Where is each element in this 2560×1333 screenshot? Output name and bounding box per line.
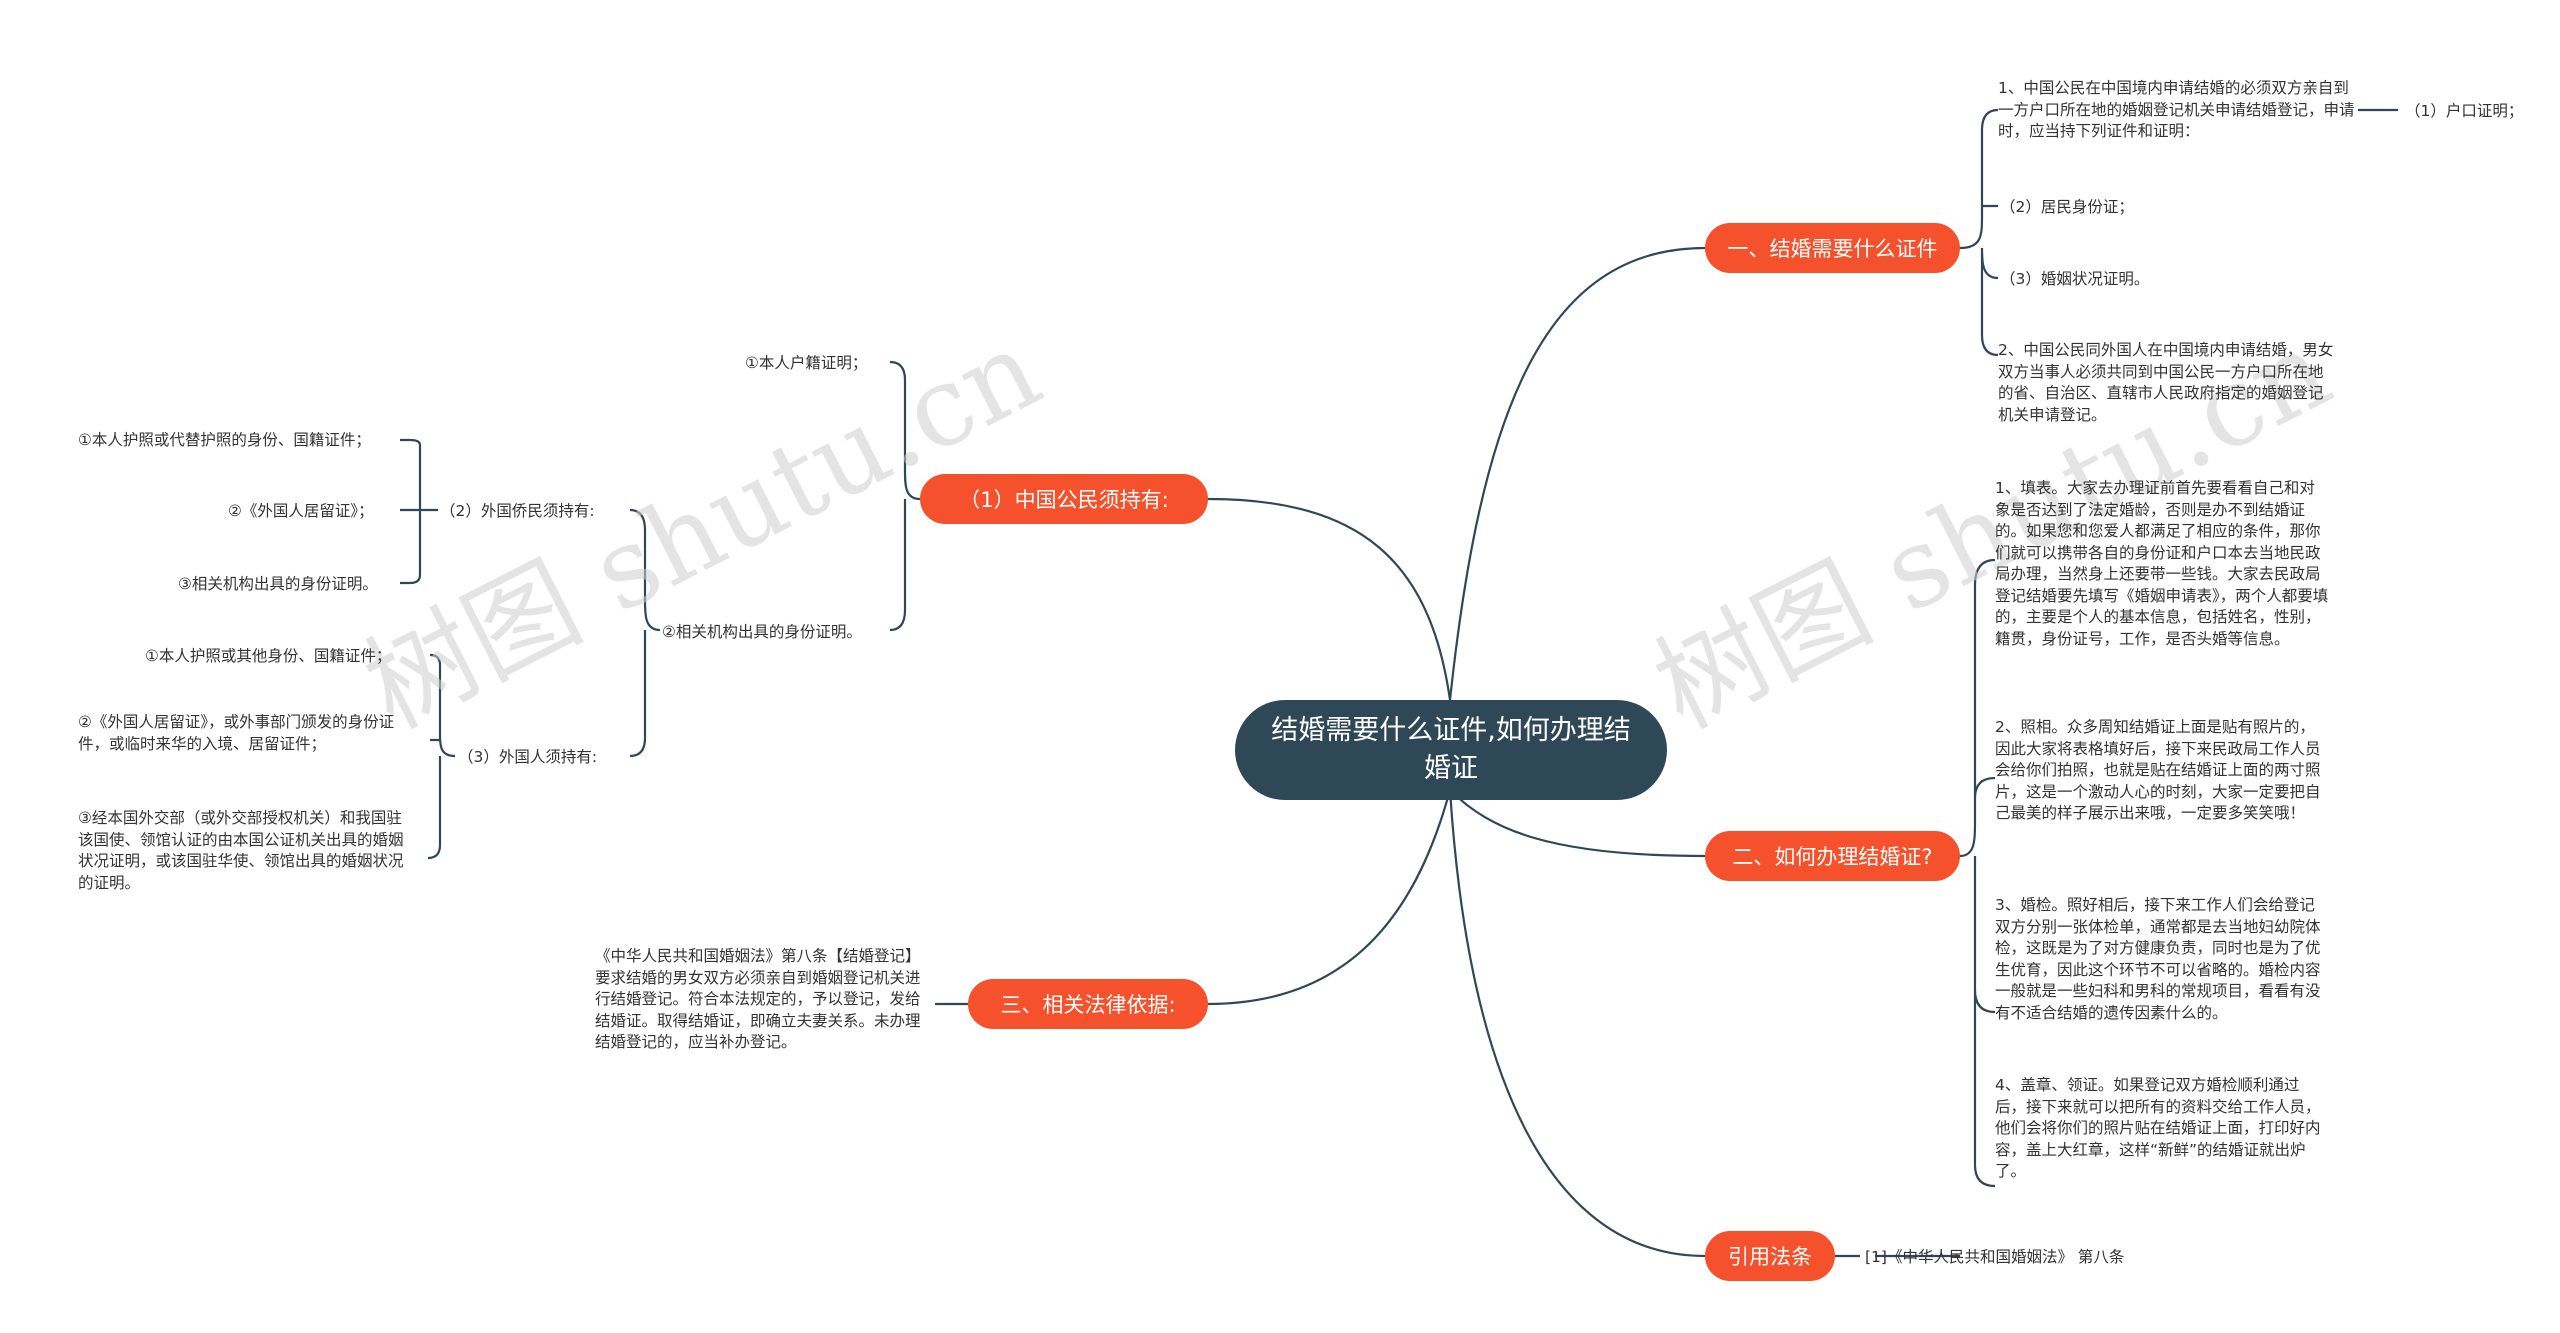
b2-step-2: 2、照相。众多周知结婚证上面是贴有照片的，因此大家将表格填好后，接下来民政局工作… (1995, 718, 2321, 822)
branch-chinese-citizen[interactable]: （1）中国公民须持有: (920, 474, 1208, 524)
root-topic[interactable]: 结婚需要什么证件,如何办理结婚证 (1235, 700, 1667, 800)
b1-item3: （3）婚姻状况证明。 (2000, 270, 2150, 288)
bracket-b2 (1959, 558, 1996, 1188)
bracket-b1 (1959, 108, 1999, 357)
b4-sub-a-label: （2）外国侨民须持有: (440, 502, 595, 520)
b4-sub-a-item2: ②《外国人居留证》； (228, 502, 374, 520)
b4-sub-a-item3: ③相关机构出具的身份证明。 (178, 575, 378, 593)
b4-sub-b-item2: ②《外国人居留证》，或外事部门颁发的身份证件，或临时来华的入境、居留证件； (78, 713, 395, 753)
bracket-b4-sub-b (427, 653, 456, 860)
b1-item1-sub: （1）户口证明； (2405, 102, 2524, 120)
b2-step-1: 1、填表。大家去办理证前首先要看看自己和对象是否达到了法定婚龄，否则是办不到结婚… (1995, 479, 2329, 648)
link-root-b5 (1207, 789, 1452, 1006)
b1-item4: 2、中国公民同外国人在中国境内申请结婚，男女双方当事人必须共同到中国公民一方户口… (1998, 341, 2334, 424)
b2-step-4: 4、盖章、领证。如果登记双方婚检顺利通过后，接下来就可以把所有的资料交给工作人员… (1995, 1076, 2321, 1180)
branch-cited-law[interactable]: 引用法条 (1705, 1231, 1835, 1281)
b4-sub-b-label: （3）外国人须持有: (458, 748, 598, 766)
b1-item2: （2）居民身份证； (2000, 198, 2134, 216)
bracket-b4 (889, 360, 921, 632)
link-root-b3 (1448, 789, 1706, 1258)
link-root-b1 (1448, 246, 1706, 701)
b1-item1: 1、中国公民在中国境内申请结婚的必须双方亲自到一方户口所在地的婚姻登记机关申请结… (1998, 79, 2355, 140)
bracket-b4-mid (629, 508, 661, 758)
b4-item1: ①本人户籍证明； (745, 354, 868, 372)
branch-how-to-apply[interactable]: 二、如何办理结婚证? (1705, 831, 1960, 881)
link-root-b2 (1449, 789, 1706, 858)
b3-ref: [1]《中华人民共和国婚姻法》 第八条 (1865, 1248, 2125, 1266)
link-root-b4 (1207, 497, 1452, 701)
b4-sub-b-item1: ①本人护照或其他身份、国籍证件； (145, 647, 392, 665)
branch-legal-basis[interactable]: 三、相关法律依据: (968, 979, 1208, 1029)
b4-sub-a-item1: ①本人护照或代替护照的身份、国籍证件； (78, 431, 371, 449)
b5-text: 《中华人民共和国婚姻法》第八条【结婚登记】要求结婚的男女双方必须亲自到婚姻登记机… (595, 947, 921, 1051)
branch-documents-needed[interactable]: 一、结婚需要什么证件 (1705, 223, 1960, 273)
b4-item2: ②相关机构出具的身份证明。 (662, 623, 862, 641)
b4-sub-b-item3: ③经本国外交部（或外交部授权机关）和我国驻该国使、领馆认证的由本国公证机关出具的… (78, 809, 404, 892)
b2-step-3: 3、婚检。照好相后，接下来工作人们会给登记双方分别一张体检单，通常都是去当地妇幼… (1995, 896, 2321, 1022)
bracket-b4-sub-a (400, 438, 438, 585)
